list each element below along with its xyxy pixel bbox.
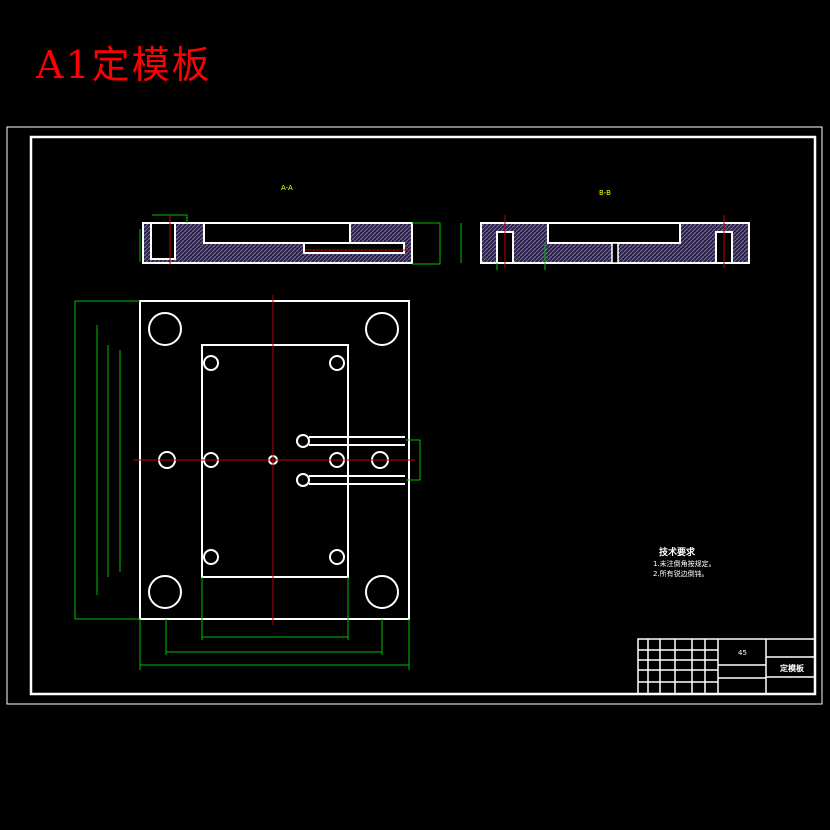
drawing-title: A1定模板 bbox=[36, 43, 212, 87]
part-name: 定模板 bbox=[779, 663, 805, 673]
outer-frame bbox=[6, 126, 823, 705]
section-b-b bbox=[460, 215, 750, 270]
section-b-label: B-B bbox=[599, 189, 611, 197]
inner-frame bbox=[29, 135, 817, 696]
title-block bbox=[637, 638, 816, 695]
material-label: 45 bbox=[738, 649, 747, 657]
tech-requirement-item: 2.所有锐边倒钝。 bbox=[653, 569, 709, 578]
tech-requirement-item: 1.未注倒角按规定。 bbox=[653, 559, 716, 568]
plan-view bbox=[74, 295, 421, 670]
tech-requirements-heading: 技术要求 bbox=[659, 546, 696, 558]
section-a-a bbox=[139, 214, 441, 265]
section-a-label: A-A bbox=[281, 184, 293, 192]
